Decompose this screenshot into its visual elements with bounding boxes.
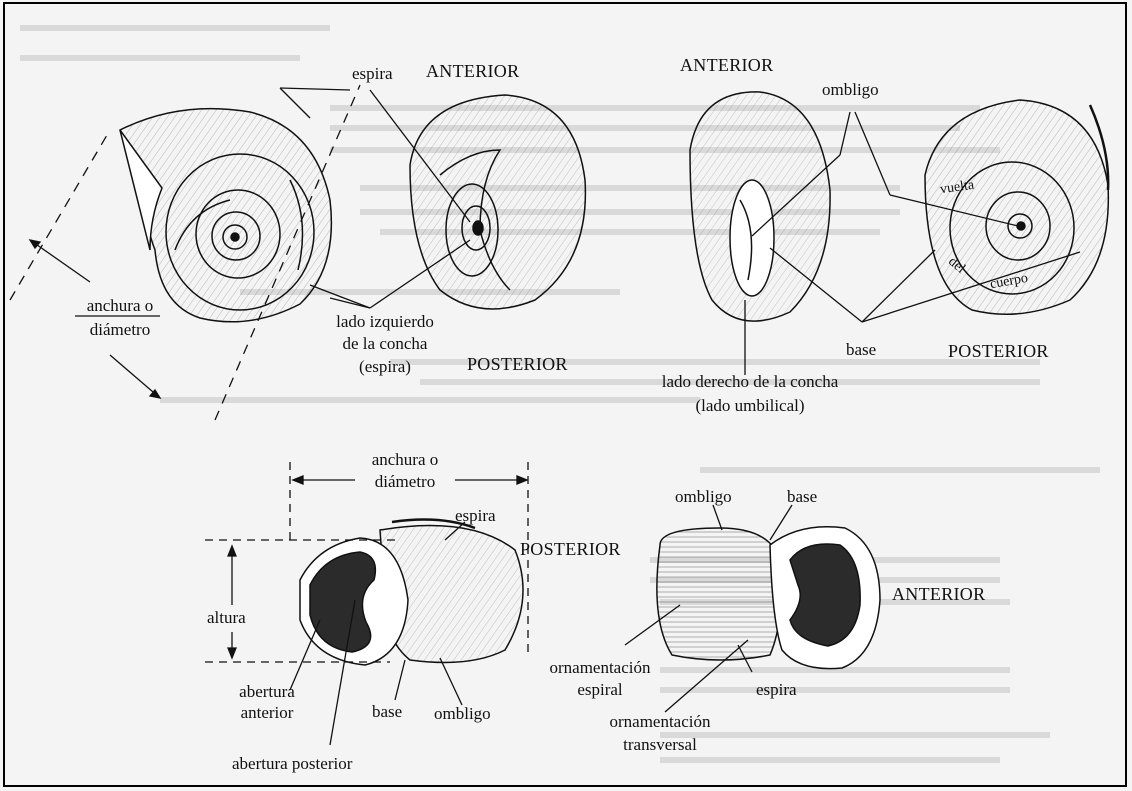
figure-border bbox=[3, 2, 1127, 787]
